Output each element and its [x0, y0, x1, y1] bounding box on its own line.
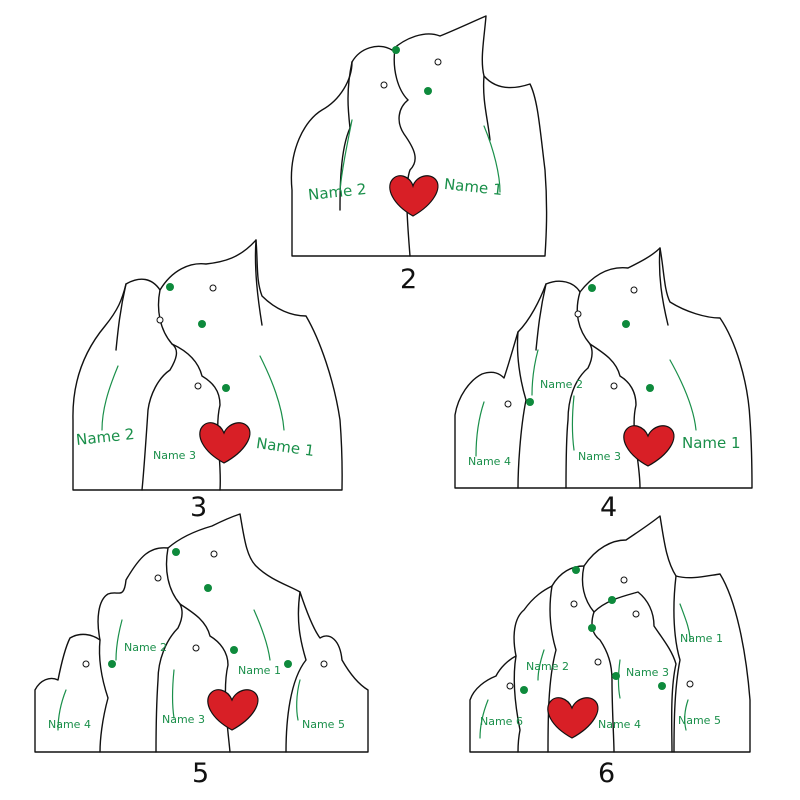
panel6-name-6: Name 6 [480, 715, 523, 728]
panel5-name-2: Name 2 [124, 641, 167, 654]
panel6-name-5: Name 5 [678, 714, 721, 727]
panel6-name-3: Name 3 [626, 666, 669, 679]
panel6-name-4: Name 4 [598, 718, 641, 731]
panel5-name-4: Name 4 [48, 718, 91, 731]
panel5-name-5: Name 5 [302, 718, 345, 731]
panel4-name-1: Name 1 [682, 434, 741, 452]
panel4-count-label: 4 [600, 492, 618, 523]
panel4-name-4: Name 4 [468, 455, 511, 468]
panel3-count-label: 3 [190, 492, 208, 523]
panel5-count-label: 5 [192, 758, 210, 789]
panel2-count-label: 2 [400, 264, 418, 295]
panel5-name-1: Name 1 [238, 664, 281, 677]
panel3-name-3: Name 3 [153, 449, 196, 462]
panel4-name-3: Name 3 [578, 450, 621, 463]
panel5-name-3: Name 3 [162, 713, 205, 726]
panel4-name-2: Name 2 [540, 378, 583, 391]
panel6-name-1: Name 1 [680, 632, 723, 645]
panel6-name-2: Name 2 [526, 660, 569, 673]
panel6-count-label: 6 [598, 758, 616, 789]
